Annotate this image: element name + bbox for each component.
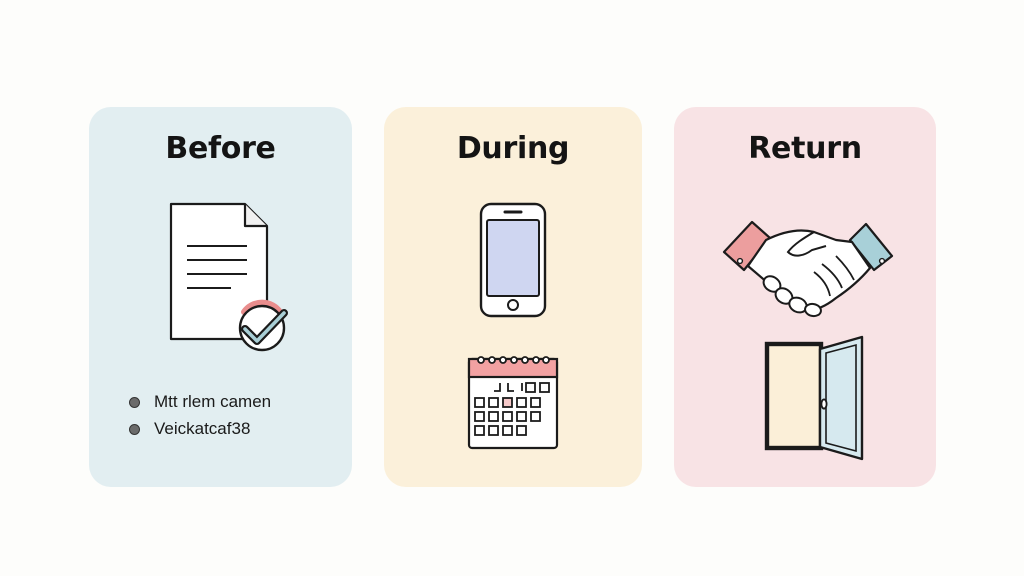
bullet-text: Veickatcaf38: [154, 419, 251, 438]
return-title: Return: [748, 131, 862, 166]
before-title: Before: [165, 131, 276, 166]
bullet-dot: [129, 423, 140, 435]
checkmark-icon: [238, 299, 288, 352]
bullet-item: Veickatcaf38: [129, 419, 250, 439]
before-card: Before Mtt rlem camen Veickatcaf38: [89, 107, 352, 487]
smartphone-icon: [479, 202, 547, 318]
calendar-icon: [467, 356, 559, 450]
during-title: During: [456, 131, 570, 166]
open-door-icon: [764, 335, 864, 461]
bullet-dot: [129, 396, 140, 408]
document-icon: [169, 202, 269, 341]
bullet-item: Mtt rlem camen: [129, 392, 271, 412]
handshake-icon: [722, 220, 894, 318]
during-card: During: [384, 107, 642, 487]
return-card: Return: [674, 107, 936, 487]
bullet-text: Mtt rlem camen: [154, 392, 272, 411]
